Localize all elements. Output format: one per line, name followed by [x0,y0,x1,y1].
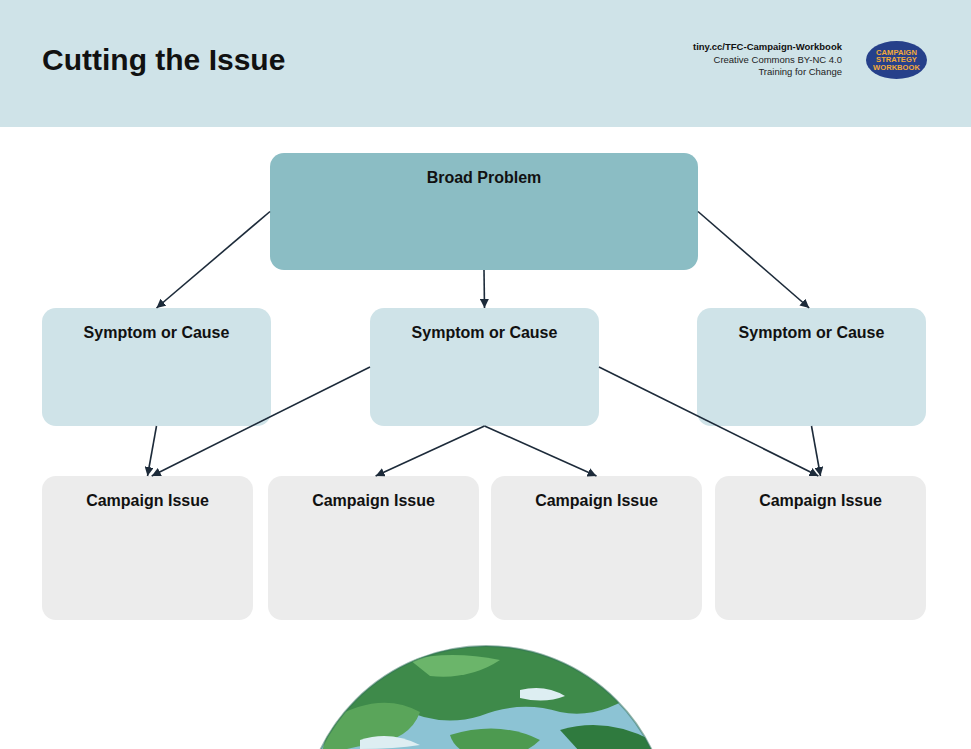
issue-box: Campaign Issue [491,476,702,620]
credit-line: Creative Commons BY-NC 4.0 [693,54,842,67]
problem-box: Broad Problem [270,153,698,270]
arrow-connector [376,426,485,476]
arrow-connector [148,426,157,476]
box-heading: Broad Problem [270,153,698,187]
issue-box: Campaign Issue [715,476,926,620]
cause-box: Symptom or Cause [42,308,271,426]
arrow-connector [698,212,809,309]
box-heading: Symptom or Cause [42,308,271,342]
box-heading: Symptom or Cause [370,308,599,342]
page-title: Cutting the Issue [42,43,285,77]
credit-block: tiny.cc/TFC-Campaign-WorkbookCreative Co… [693,41,842,79]
logo-badge: CAMPAIGN STRATEGY WORKBOOK [866,41,927,79]
box-heading: Campaign Issue [268,476,479,510]
cause-box: Symptom or Cause [697,308,926,426]
cause-box: Symptom or Cause [370,308,599,426]
issue-box: Campaign Issue [42,476,253,620]
arrow-connector [485,426,597,476]
credit-line: tiny.cc/TFC-Campaign-Workbook [693,41,842,54]
issue-box: Campaign Issue [268,476,479,620]
arrow-connector [152,367,370,476]
box-heading: Campaign Issue [491,476,702,510]
arrow-connector [483,270,485,308]
arrow-connector [812,426,821,476]
arrow-connector [599,367,818,476]
box-heading: CAMPAIGN STRATEGY WORKBOOK [871,49,923,72]
box-heading: Symptom or Cause [697,308,926,342]
box-heading: Campaign Issue [42,476,253,510]
credit-line: Training for Change [693,66,842,79]
arrow-connector [157,212,271,309]
box-heading: Campaign Issue [715,476,926,510]
